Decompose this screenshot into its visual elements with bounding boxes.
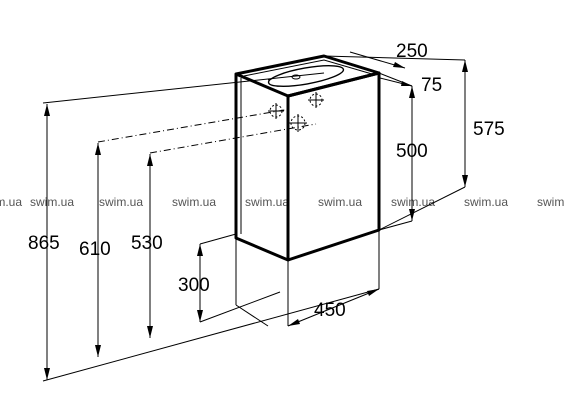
pipe-marker-left <box>268 103 284 119</box>
basin-bowl <box>267 65 345 87</box>
watermark-text: swim.ua <box>318 195 362 209</box>
dim-label-575: 575 <box>473 119 505 140</box>
cabinet-top-inner <box>243 59 373 77</box>
dim-label-450: 450 <box>314 300 346 321</box>
watermark-text: swim.ua <box>30 195 74 209</box>
pipe-marker-bottom <box>289 114 307 132</box>
watermark-text: swim.ua <box>391 195 435 209</box>
cabinet-front <box>234 72 290 262</box>
watermark-text: swim.ua <box>245 195 289 209</box>
cabinet-top <box>235 54 381 98</box>
watermark-text: swim.ua <box>172 195 216 209</box>
dim-label-250: 250 <box>396 41 428 62</box>
dim-label-865: 865 <box>28 233 60 254</box>
extension-lines <box>42 55 466 382</box>
watermark-text: swim.ua <box>99 195 143 209</box>
watermark-text: swim.ua <box>0 195 22 209</box>
dim-label-610: 610 <box>79 239 111 260</box>
dimension-lines <box>44 51 468 380</box>
watermark-row: swim.ua swim.ua swim.ua swim.ua swim.ua … <box>0 195 565 209</box>
watermark-text: swim.ua <box>537 195 565 209</box>
basin-drain <box>291 74 301 80</box>
dim-label-75: 75 <box>421 75 442 96</box>
dim-label-530: 530 <box>131 233 163 254</box>
cabinet <box>234 54 381 262</box>
dim-label-300: 300 <box>178 275 210 296</box>
dimension-labels: 250 75 575 500 865 610 530 300 450 <box>28 41 505 321</box>
cabinet-side <box>287 71 381 262</box>
watermark-text: swim.ua <box>464 195 508 209</box>
dim-label-500: 500 <box>396 141 428 162</box>
pipe-marker-right <box>308 92 324 108</box>
